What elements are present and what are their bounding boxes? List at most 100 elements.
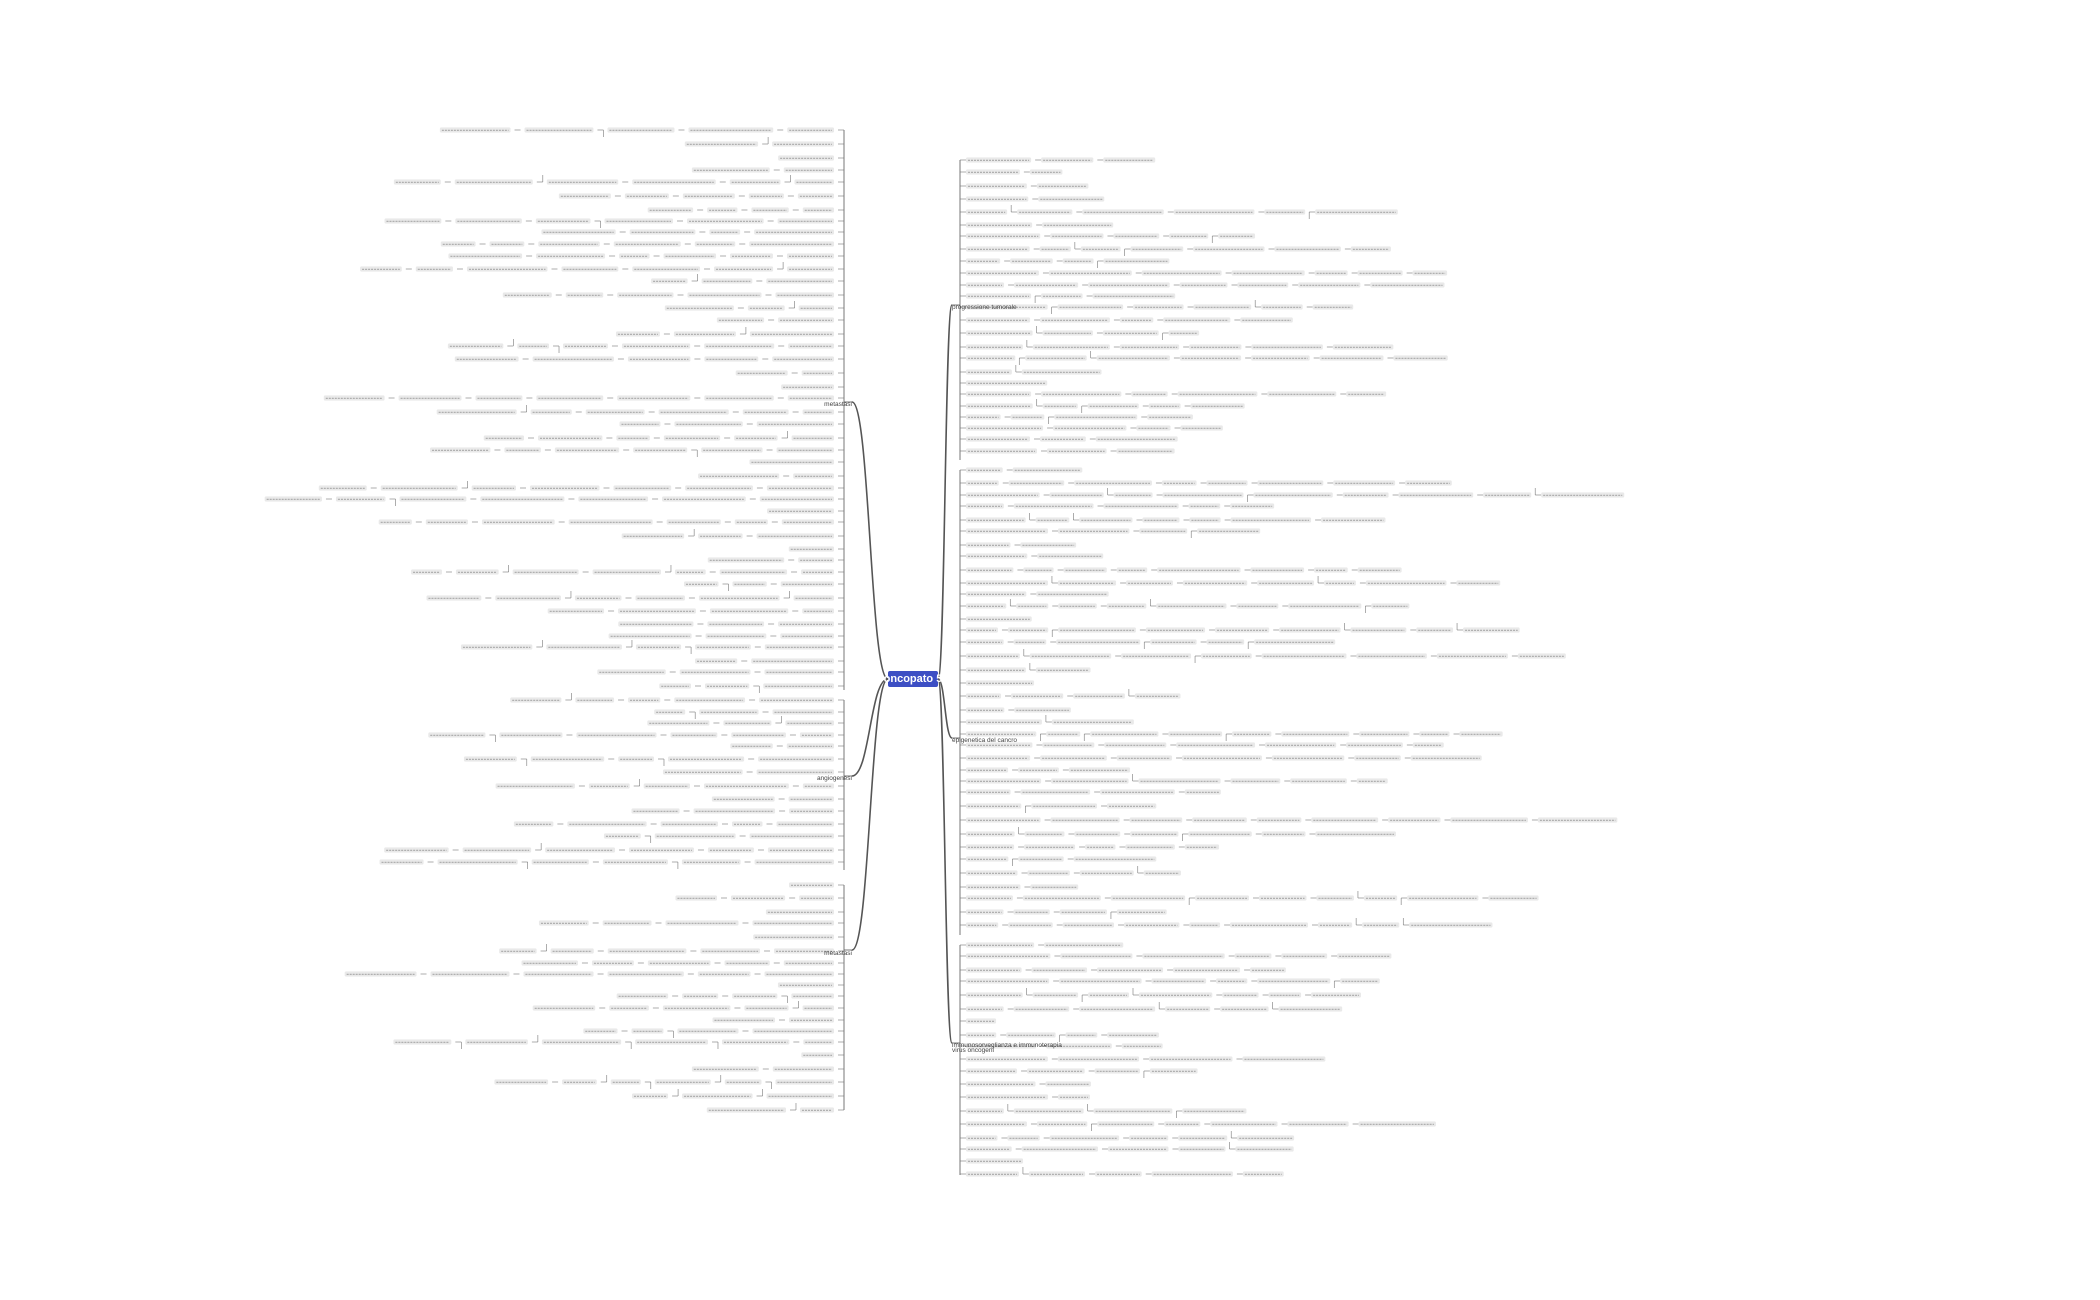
node-pill[interactable] (510, 697, 562, 703)
node-pill[interactable] (1151, 1171, 1233, 1177)
node-pill[interactable] (966, 680, 1035, 686)
node-pill[interactable] (1398, 492, 1474, 498)
node-pill[interactable] (966, 817, 1041, 823)
node-pill[interactable] (530, 485, 600, 491)
node-pill[interactable] (711, 796, 775, 802)
node-pill[interactable] (613, 485, 672, 491)
node-pill[interactable] (1082, 209, 1164, 215)
node-pill[interactable] (1041, 391, 1122, 397)
node-pill[interactable] (764, 644, 834, 650)
node-pill[interactable] (531, 859, 589, 865)
node-pill[interactable] (1058, 603, 1097, 609)
node-pill[interactable] (575, 697, 615, 703)
node-pill[interactable] (660, 821, 718, 827)
node-pill[interactable] (1371, 603, 1410, 609)
node-pill[interactable] (471, 485, 517, 491)
node-pill[interactable] (1040, 436, 1086, 442)
node-pill[interactable] (1133, 304, 1184, 310)
node-pill[interactable] (1097, 1121, 1155, 1127)
node-pill[interactable] (701, 278, 753, 284)
node-pill[interactable] (1281, 953, 1328, 959)
node-pill[interactable] (1188, 831, 1252, 837)
node-pill[interactable] (1036, 1121, 1088, 1127)
branch-label-right-4[interactable]: virus oncogeni (952, 1047, 994, 1054)
node-pill[interactable] (1042, 742, 1095, 748)
node-pill[interactable] (618, 621, 694, 627)
node-pill[interactable] (627, 356, 691, 362)
node-pill[interactable] (1197, 528, 1261, 534)
node-pill[interactable] (1042, 330, 1093, 336)
node-pill[interactable] (1298, 282, 1361, 288)
node-pill[interactable] (1232, 731, 1272, 737)
node-pill[interactable] (1013, 639, 1047, 645)
node-pill[interactable] (1165, 1006, 1211, 1012)
node-pill[interactable] (264, 496, 322, 502)
node-pill[interactable] (379, 859, 424, 865)
node-pill[interactable] (437, 859, 518, 865)
node-pill[interactable] (1087, 403, 1139, 409)
node-pill[interactable] (532, 1005, 596, 1011)
node-pill[interactable] (1103, 503, 1179, 509)
node-pill[interactable] (966, 369, 1012, 375)
node-pill[interactable] (545, 847, 616, 853)
node-pill[interactable] (536, 253, 606, 259)
node-pill[interactable] (698, 473, 780, 479)
node-pill[interactable] (1237, 1135, 1295, 1141)
node-pill[interactable] (1028, 1171, 1086, 1177)
node-pill[interactable] (1230, 517, 1312, 523)
node-pill[interactable] (1027, 1068, 1085, 1074)
node-pill[interactable] (628, 697, 661, 703)
node-pill[interactable] (1080, 246, 1121, 252)
node-pill[interactable] (705, 683, 750, 689)
node-pill[interactable] (1119, 317, 1154, 323)
branch-label-right-1[interactable]: progressione tumorale (952, 304, 1017, 311)
node-pill[interactable] (732, 993, 778, 999)
node-pill[interactable] (966, 542, 1011, 548)
node-pill[interactable] (673, 331, 736, 337)
node-pill[interactable] (1029, 653, 1112, 659)
node-pill[interactable] (1173, 209, 1255, 215)
node-pill[interactable] (789, 882, 834, 888)
node-pill[interactable] (1051, 719, 1134, 725)
node-pill[interactable] (1113, 492, 1153, 498)
node-pill[interactable] (1035, 517, 1070, 523)
node-pill[interactable] (704, 395, 774, 401)
node-pill[interactable] (765, 909, 834, 915)
node-pill[interactable] (789, 808, 834, 814)
node-pill[interactable] (966, 528, 1048, 534)
node-pill[interactable] (462, 847, 532, 853)
node-pill[interactable] (759, 697, 834, 703)
node-pill[interactable] (966, 789, 1011, 795)
node-pill[interactable] (794, 179, 834, 185)
node-pill[interactable] (1095, 436, 1178, 442)
node-pill[interactable] (759, 496, 834, 502)
node-pill[interactable] (966, 1081, 1036, 1087)
node-pill[interactable] (1257, 580, 1315, 586)
node-pill[interactable] (1014, 707, 1071, 713)
root-node[interactable]: oncopato 5 (884, 671, 943, 687)
node-pill[interactable] (621, 533, 685, 539)
node-pill[interactable] (1020, 789, 1091, 795)
node-pill[interactable] (1256, 817, 1302, 823)
node-pill[interactable] (1147, 414, 1193, 420)
branch-label-left-2[interactable]: angiogenesi (817, 775, 852, 782)
node-pill[interactable] (966, 380, 1048, 386)
node-pill[interactable] (1007, 1135, 1040, 1141)
node-pill[interactable] (521, 960, 578, 966)
node-pill[interactable] (758, 756, 834, 762)
node-pill[interactable] (966, 1056, 1048, 1062)
node-pill[interactable] (783, 960, 834, 966)
node-pill[interactable] (513, 821, 554, 827)
node-pill[interactable] (617, 292, 674, 298)
node-pill[interactable] (609, 1005, 649, 1011)
node-pill[interactable] (966, 233, 1041, 239)
node-pill[interactable] (1201, 653, 1252, 659)
node-pill[interactable] (393, 1039, 452, 1045)
node-pill[interactable] (499, 732, 563, 738)
node-pill[interactable] (801, 1052, 834, 1058)
node-pill[interactable] (1268, 992, 1302, 998)
node-pill[interactable] (592, 569, 661, 575)
node-pill[interactable] (597, 669, 666, 675)
node-pill[interactable] (604, 218, 673, 224)
node-pill[interactable] (1359, 731, 1410, 737)
